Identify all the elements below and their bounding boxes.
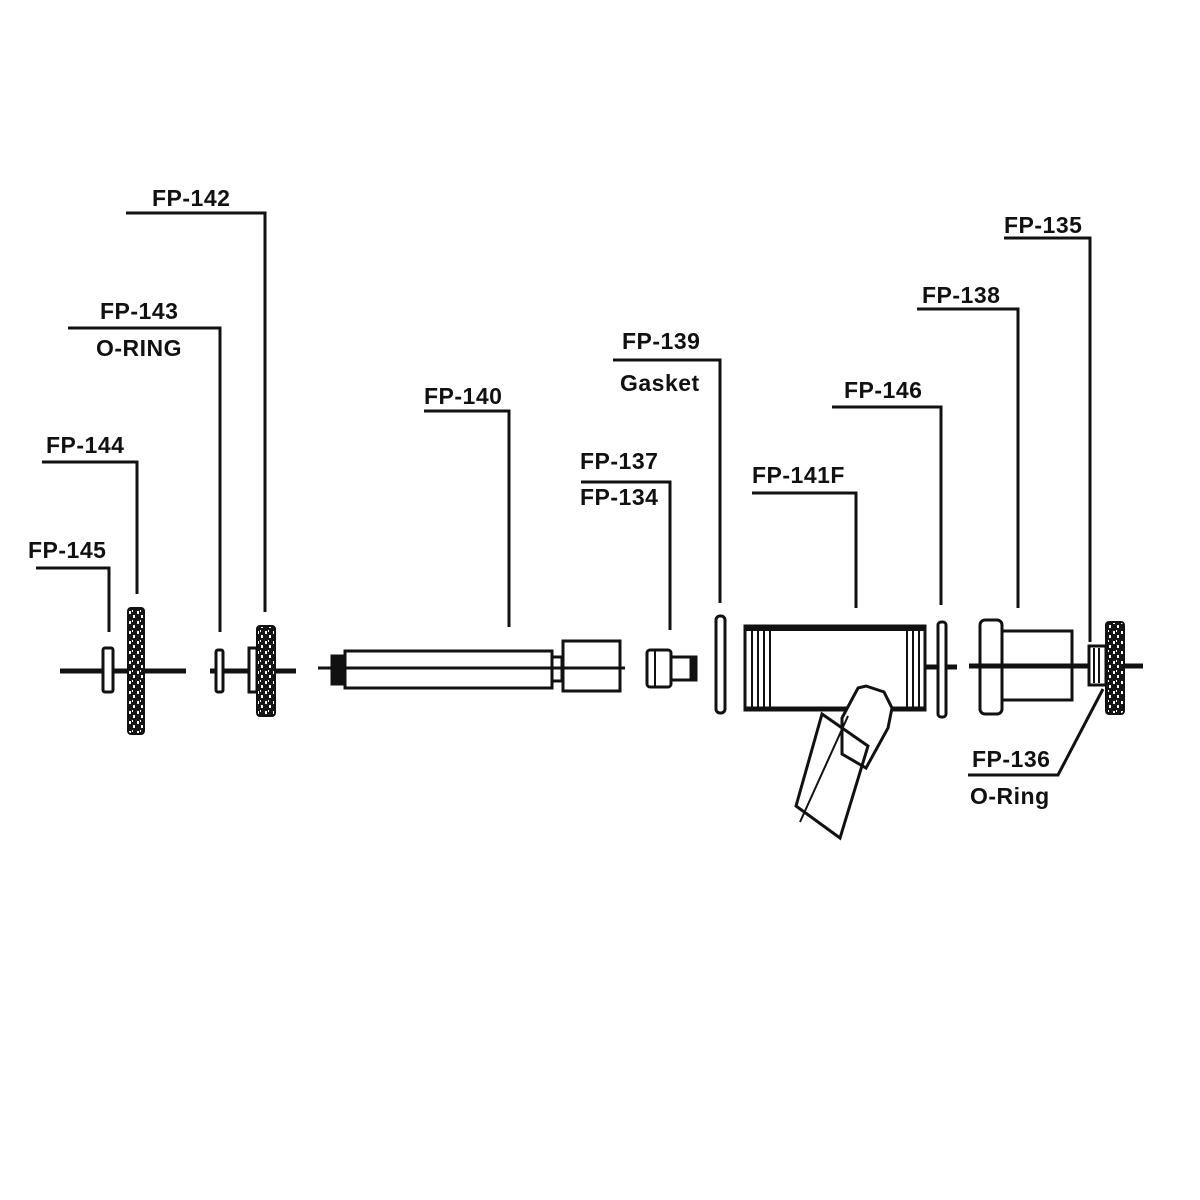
label-fp142: FP-142: [152, 185, 231, 211]
part-fp146: [936, 620, 948, 719]
label-fp135: FP-135: [1004, 212, 1083, 238]
leader-fp136: [968, 688, 1105, 777]
label-fp143-sub: O-RING: [96, 335, 183, 361]
leader-fp142: [126, 211, 267, 612]
part-fp145: [101, 646, 115, 694]
label-fp143: FP-143: [100, 298, 179, 324]
label-fp136: FP-136: [972, 746, 1051, 772]
leader-fp140: [424, 409, 511, 627]
leader-fp141f: [752, 491, 858, 608]
label-fp144: FP-144: [46, 432, 125, 458]
leader-fp137: [581, 480, 672, 630]
part-fp142: [247, 625, 276, 717]
part-fp140: [318, 639, 625, 693]
label-fp137: FP-137: [580, 448, 659, 474]
leader-fp143: [68, 326, 222, 632]
part-fp143: [214, 648, 225, 694]
leader-fp144: [42, 460, 139, 594]
part-fp139: [714, 614, 727, 715]
label-fp136-sub: O-Ring: [970, 783, 1050, 809]
leader-fp146: [832, 405, 943, 605]
label-fp134: FP-134: [580, 484, 659, 510]
label-fp139: FP-139: [622, 328, 701, 354]
leader-fp138: [917, 307, 1020, 608]
part-fp144: [127, 607, 145, 735]
part-fp136-fp135: [1087, 621, 1143, 715]
label-fp146: FP-146: [844, 377, 923, 403]
label-fp145: FP-145: [28, 537, 107, 563]
part-fp141f: [743, 624, 927, 841]
part-fp137-fp134: [645, 648, 698, 689]
leader-fp135: [1004, 236, 1092, 642]
label-fp140: FP-140: [424, 383, 503, 409]
label-fp141f: FP-141F: [752, 462, 845, 488]
label-fp138: FP-138: [922, 282, 1001, 308]
leader-fp139: [613, 358, 722, 603]
leader-fp145: [36, 566, 111, 632]
leader-lines: [36, 211, 1105, 777]
part-fp138: [969, 618, 1090, 716]
label-fp139-sub: Gasket: [620, 370, 700, 396]
